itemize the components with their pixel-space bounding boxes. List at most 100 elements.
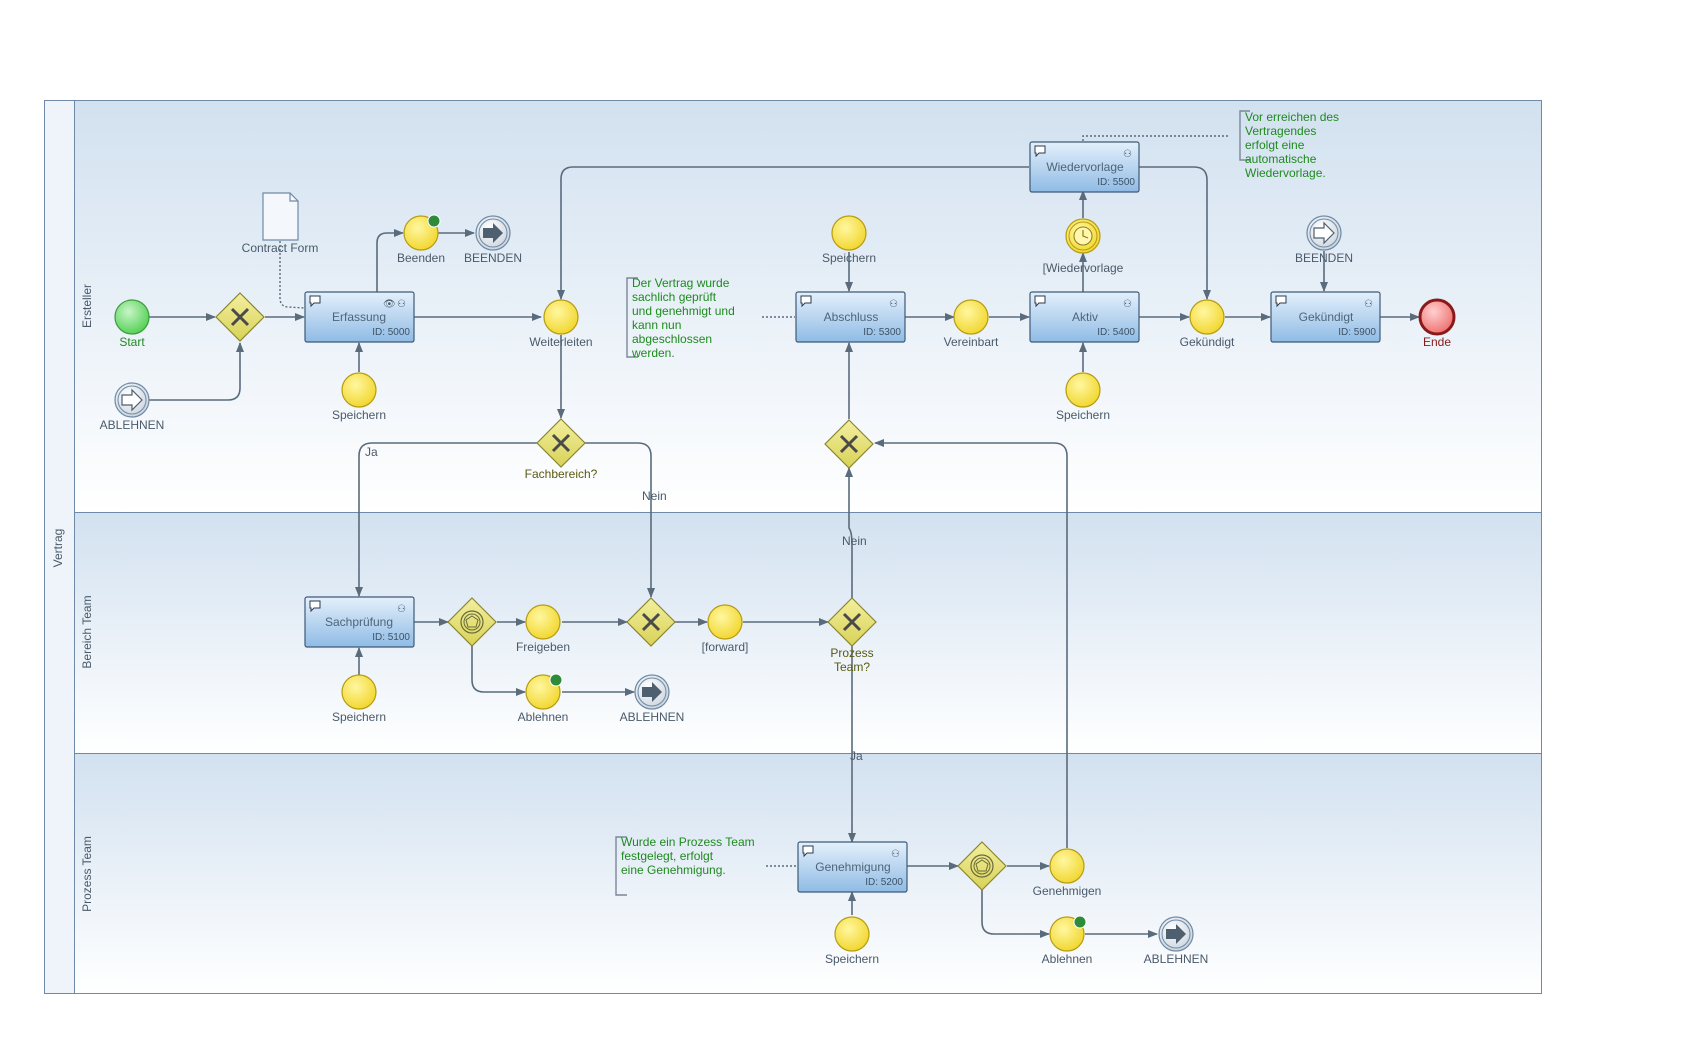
text-line: abgeschlossen bbox=[632, 332, 712, 346]
event-gateway-inner bbox=[973, 857, 991, 875]
role-icon: ⚇ bbox=[397, 604, 406, 615]
data-object-contract-form[interactable]: Contract Form bbox=[242, 192, 319, 255]
event-circle bbox=[341, 372, 377, 408]
text-line: und genehmigt und bbox=[632, 304, 735, 318]
event-label: Speichern bbox=[825, 952, 879, 966]
flow-gateway-gen-ablehnen[interactable] bbox=[981, 890, 1050, 938]
text-line: festgelegt, erfolgt bbox=[621, 849, 714, 863]
flow-genehmigen-xor[interactable] bbox=[874, 439, 1068, 848]
task-genehmigung[interactable]: ⚇ Genehmigung ID: 5200 bbox=[797, 841, 908, 893]
task-gekuendigt[interactable]: ⚇ Gekündigt ID: 5900 bbox=[1270, 291, 1381, 343]
task-label: Abschluss bbox=[824, 310, 879, 324]
task-box bbox=[795, 291, 906, 343]
task-label: Aktiv bbox=[1072, 310, 1098, 324]
flow-wiedervorlage-weiterleiten[interactable] bbox=[557, 166, 1029, 300]
signal-arrow-icon bbox=[121, 388, 143, 412]
signal-arrow-icon bbox=[483, 223, 503, 243]
gateway-xor-start[interactable] bbox=[215, 292, 265, 342]
event-akt-speichern[interactable]: Speichern bbox=[1056, 372, 1110, 422]
task-erfassung[interactable]: 👁 ⚇ Erfassung ID: 5000 bbox=[304, 291, 415, 343]
event-weiterleiten[interactable]: Weiterleiten bbox=[529, 299, 593, 349]
event-label: BEENDEN bbox=[464, 251, 522, 265]
event-label: Speichern bbox=[332, 710, 386, 724]
lane-bereich-team: Bereich Team bbox=[74, 512, 1542, 754]
task-wiedervorlage[interactable]: ⚇ Wiedervorlage ID: 5500 bbox=[1029, 141, 1140, 193]
flow-prozessteam-nein[interactable] bbox=[845, 467, 853, 598]
event-label: BEENDEN bbox=[1295, 251, 1353, 265]
event-gen-ablehnen-end[interactable]: ABLEHNEN bbox=[1144, 916, 1209, 966]
flow-label-nein: Nein bbox=[642, 489, 667, 503]
event-forward[interactable]: [forward] bbox=[702, 604, 749, 654]
gateway-label: Fachbereich? bbox=[525, 467, 598, 481]
lane-prozess-label: Prozess Team bbox=[80, 836, 94, 912]
event-beenden-top[interactable]: BEENDEN bbox=[1295, 215, 1353, 265]
event-label: Speichern bbox=[1056, 408, 1110, 422]
x-icon bbox=[842, 612, 862, 632]
event-label: ABLEHNEN bbox=[1144, 952, 1209, 966]
user-task-icon bbox=[1034, 145, 1046, 158]
text-line: eine Genehmigung. bbox=[621, 863, 726, 877]
gateway-xor-bereich[interactable] bbox=[626, 597, 676, 647]
event-timer-wiedervorlage[interactable]: [Wiedervorlage bbox=[1043, 218, 1124, 275]
event-sach-speichern[interactable]: Speichern bbox=[332, 674, 386, 724]
flow-fachbereich-nein[interactable] bbox=[584, 442, 655, 598]
event-sach-ablehnen[interactable]: Ablehnen bbox=[518, 673, 569, 724]
task-sachpruefung[interactable]: ⚇ Sachprüfung ID: 5100 bbox=[304, 596, 415, 648]
event-gen-ablehnen[interactable]: Ablehnen bbox=[1042, 915, 1093, 966]
event-beenden[interactable]: Beenden bbox=[397, 214, 445, 265]
gateway-event-sachpruefung[interactable] bbox=[447, 597, 497, 647]
event-inner-ring bbox=[478, 218, 508, 248]
signal-arrow-icon bbox=[642, 682, 662, 702]
event-sach-ablehnen-end[interactable]: ABLEHNEN bbox=[620, 674, 685, 724]
event-ende[interactable]: Ende bbox=[1418, 298, 1456, 349]
event-gekuendigt[interactable]: Gekündigt bbox=[1180, 299, 1235, 349]
flow-label-ja: Ja bbox=[850, 749, 863, 763]
event-ablehnen-start[interactable]: ABLEHNEN bbox=[100, 382, 165, 432]
event-gen-speichern[interactable]: Speichern bbox=[825, 916, 879, 966]
lane-ersteller-label: Ersteller bbox=[80, 284, 94, 328]
event-genehmigen[interactable]: Genehmigen bbox=[1033, 848, 1102, 898]
gateway-xor-abschluss[interactable] bbox=[824, 419, 874, 469]
signal-arrow-icon bbox=[1313, 221, 1335, 245]
gateway-label: Prozess bbox=[830, 646, 873, 660]
role-icon: ⚇ bbox=[1364, 299, 1373, 310]
event-label: Speichern bbox=[332, 408, 386, 422]
flow-erfassung-beenden[interactable] bbox=[376, 229, 404, 292]
text-line: sachlich geprüft bbox=[632, 290, 717, 304]
event-circle bbox=[525, 604, 561, 640]
x-icon bbox=[839, 434, 859, 454]
event-start[interactable]: Start bbox=[114, 299, 150, 349]
pool-label: Vertrag bbox=[51, 529, 65, 568]
event-label: Freigeben bbox=[516, 640, 570, 654]
event-beenden-end[interactable]: BEENDEN bbox=[464, 215, 522, 265]
gateway-fachbereich[interactable]: Fachbereich? bbox=[525, 418, 598, 481]
task-id: ID: 5100 bbox=[372, 632, 410, 643]
event-erf-speichern[interactable]: Speichern bbox=[332, 372, 386, 422]
flow-gateway-ablehnen[interactable] bbox=[471, 646, 526, 696]
task-label: Sachprüfung bbox=[325, 615, 393, 629]
event-vereinbart[interactable]: Vereinbart bbox=[944, 299, 999, 349]
event-circle bbox=[831, 215, 867, 251]
flow-ablehnen-gateway[interactable] bbox=[149, 342, 244, 401]
document-fold bbox=[289, 193, 298, 202]
refresh-icon bbox=[1073, 915, 1087, 929]
flow-wiedervorlage-gekuendigt[interactable] bbox=[1138, 166, 1211, 300]
role-icon: ⚇ bbox=[891, 849, 900, 860]
task-id: ID: 5000 bbox=[372, 327, 410, 338]
event-label: [Wiedervorlage bbox=[1043, 261, 1124, 275]
task-abschluss[interactable]: ⚇ Abschluss ID: 5300 bbox=[795, 291, 906, 343]
event-inner-ring bbox=[637, 677, 667, 707]
event-circle bbox=[1418, 298, 1456, 336]
gateway-event-genehmigung[interactable] bbox=[957, 841, 1007, 891]
event-abs-speichern[interactable]: Speichern bbox=[822, 215, 876, 265]
flow-fachbereich-ja[interactable] bbox=[355, 442, 538, 597]
event-circle bbox=[953, 299, 989, 335]
event-freigeben[interactable]: Freigeben bbox=[516, 604, 570, 654]
task-aktiv[interactable]: ⚇ Aktiv ID: 5400 bbox=[1029, 291, 1140, 343]
clock-hands bbox=[1082, 230, 1089, 239]
event-label: Weiterleiten bbox=[529, 335, 592, 349]
